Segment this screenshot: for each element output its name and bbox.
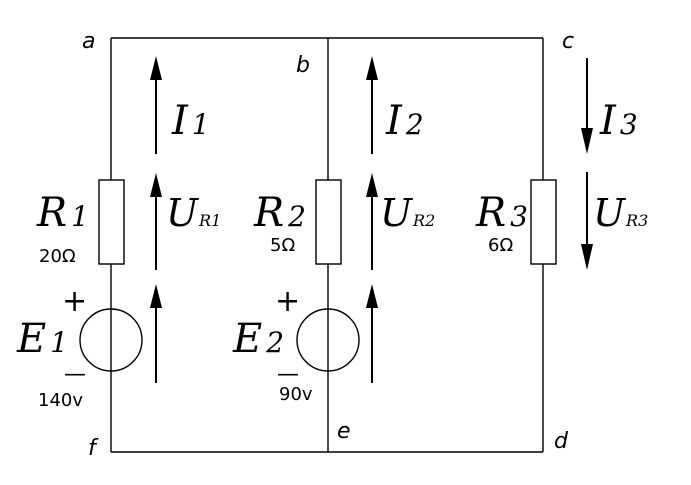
source-e1 [79,295,143,385]
polarity-plus-e1: + [62,284,87,319]
polarity-plus-e2: + [275,284,300,319]
resistor-r1 [98,179,125,265]
arrow-ur1 [150,173,162,270]
label-ur1: UR1 [166,191,221,235]
arrow-i2 [366,56,378,154]
source-e2 [296,295,360,385]
value-e2: 90v [279,384,313,405]
polarity-minus-e1: — [64,362,86,387]
polarity-minus-e2: — [277,362,299,387]
resistor-r2 [315,179,342,265]
arrow-i1 [150,56,162,154]
node-label-c: c [562,29,574,54]
value-e1: 140v [38,390,83,411]
value-r1: 20Ω [39,246,76,267]
arrow-e2 [366,284,378,383]
label-ur2: UR2 [380,191,435,235]
value-r2: 5Ω [270,235,295,256]
arrow-i3 [581,58,593,154]
node-label-b: b [296,53,310,78]
label-ur3: UR3 [593,191,648,235]
arrow-e1 [150,284,162,383]
resistor-r3 [530,179,557,265]
node-label-a: a [82,29,95,54]
node-label-e: e [337,419,351,444]
node-label-f: f [88,436,99,461]
arrow-ur3 [581,172,593,270]
arrow-ur2 [366,173,378,270]
node-label-d: d [554,429,569,454]
value-r3: 6Ω [488,235,513,256]
wires [110,37,544,453]
